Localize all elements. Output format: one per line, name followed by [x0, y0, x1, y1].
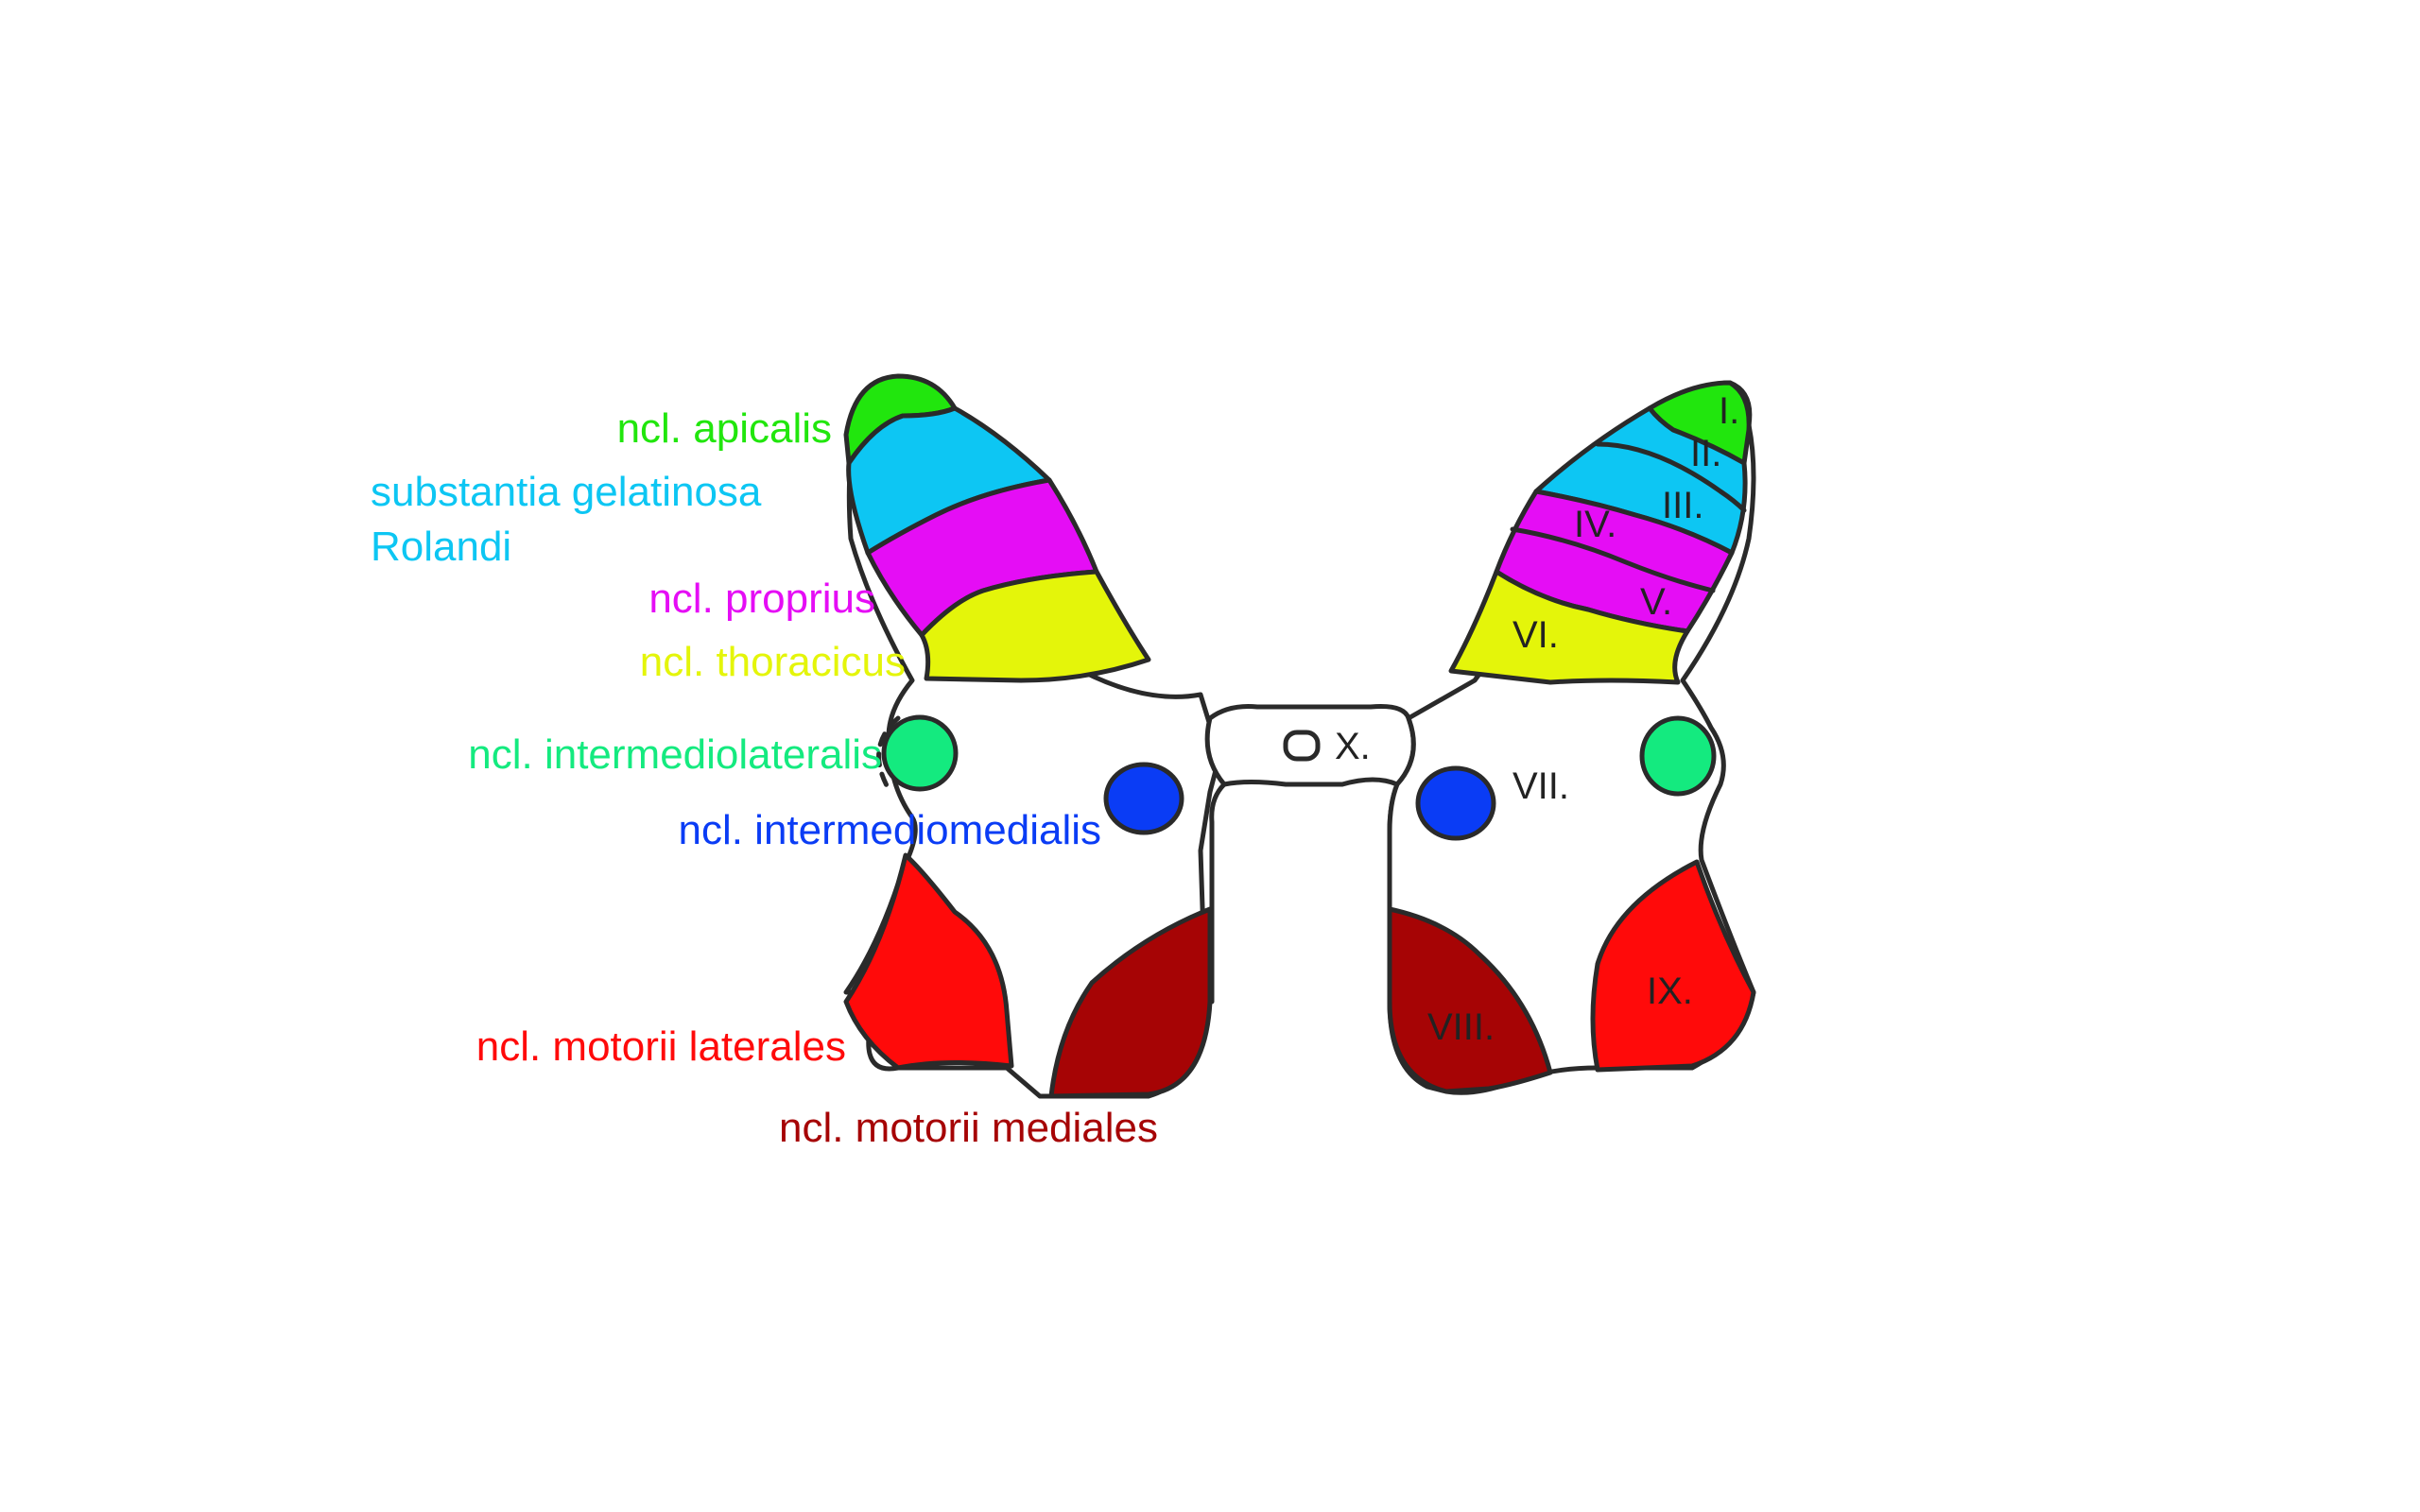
lamina-label-VI: VI. [1512, 614, 1559, 656]
lamina-label-IX: IX. [1647, 971, 1693, 1012]
label-ncl-intermediomedialis: ncl. intermediomedialis [678, 807, 1101, 853]
nucleus-labels: ncl. apicalis substantia gelatinosa Rola… [371, 405, 1158, 1151]
right-half: I. II. III. IV. V. VI. VII. VIII. IX. [1387, 380, 1756, 1095]
lamina-label-IV: IV. [1574, 504, 1616, 545]
label-ncl-thoracicus: ncl. thoracicus [640, 639, 906, 685]
central-canal [1283, 730, 1321, 762]
left-half [843, 373, 1222, 1099]
label-substantia-gelatinosa-line2: Rolandi [371, 524, 511, 570]
left-ncl-motorii-laterales-region [843, 852, 1014, 1071]
lamina-label-I: I. [1719, 390, 1739, 432]
lamina-label-X: X. [1335, 726, 1371, 767]
right-intermediomedial-nucleus [1415, 765, 1496, 841]
lamina-label-VII: VII. [1512, 765, 1569, 807]
label-ncl-intermediolateralis: ncl. intermediolateralis [468, 731, 882, 778]
lamina-label-VIII: VIII. [1427, 1006, 1495, 1048]
label-ncl-motorii-mediales: ncl. motorii mediales [779, 1105, 1158, 1151]
right-lamina-II-boundary [1595, 441, 1747, 513]
right-lamina-IV-boundary [1510, 526, 1716, 593]
label-ncl-proprius: ncl. proprius [648, 576, 875, 622]
left-ncl-intermediomedialis-region [1103, 762, 1184, 835]
lamina-label-V: V. [1640, 581, 1672, 623]
label-ncl-motorii-laterales: ncl. motorii laterales [476, 1023, 846, 1070]
right-lamina-VI-region [1448, 569, 1690, 685]
left-lateral-horn-dashed-edge [876, 715, 901, 792]
lamina-label-II: II. [1690, 433, 1721, 474]
lamina-label-III: III. [1662, 485, 1703, 526]
label-ncl-apicalis: ncl. apicalis [617, 405, 832, 452]
left-ventral-column-edge [1209, 782, 1227, 1005]
central-commissure: X. [1204, 704, 1416, 1005]
left-ncl-motorii-mediales-region [1048, 906, 1213, 1099]
right-intermediolateral-nucleus [1639, 715, 1717, 797]
right-lamina-IX-region [1590, 859, 1756, 1073]
left-ncl-thoracicus-region [919, 569, 1151, 683]
label-substantia-gelatinosa-line1: substantia gelatinosa [371, 469, 762, 515]
right-lamina-VIII-region [1387, 906, 1553, 1094]
left-ncl-intermediolateralis-region [881, 714, 959, 792]
